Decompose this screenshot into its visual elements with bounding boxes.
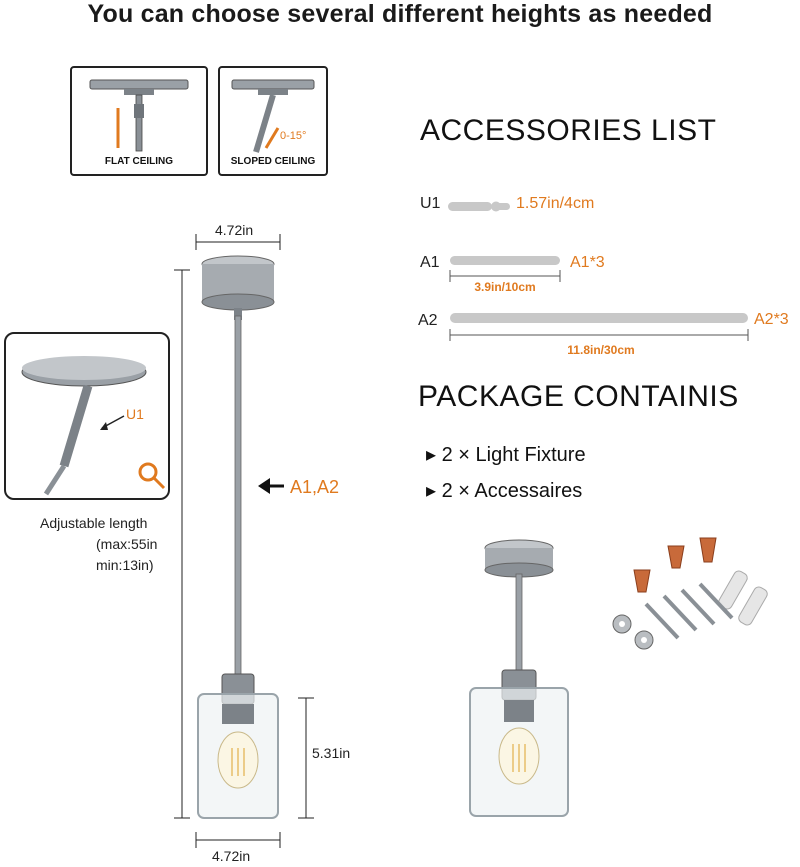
accessory-a1-quantity: A1*3 (570, 254, 605, 271)
u1-detail-label: U1 (126, 406, 144, 422)
package-item-text: 2 × Light Fixture (441, 444, 586, 466)
package-item: ▸ 2 × Light Fixture (426, 442, 586, 467)
sloped-ceiling-icon (231, 79, 315, 153)
adjustable-length-title: Adjustable length (40, 515, 148, 531)
accessory-a1-length: 3.9in/10cm (474, 280, 536, 294)
sloped-ceiling-option: 0-15° SLOPED CEILING (218, 66, 328, 176)
accessory-a2-id: A2 (418, 312, 438, 329)
package-item: ▸ 2 × Accessaires (426, 478, 582, 503)
accessory-a2-length: 11.8in/30cm (567, 343, 635, 357)
package-fixture-icon (469, 539, 569, 817)
ceiling-detail-icon (21, 356, 166, 496)
u1-detail-box: U1 (4, 332, 170, 500)
accessory-u1-length: 1.57in/4cm (516, 195, 595, 212)
accessory-a2-quantity: A2*3 (754, 311, 789, 328)
package-title: PACKAGE CONTAINIS (418, 380, 739, 413)
slope-angle: 0-15° (280, 130, 307, 142)
u1-part-icon (448, 201, 510, 212)
headline: You can choose several different heights… (87, 0, 713, 28)
main-fixture-diagram (174, 234, 314, 848)
canopy-width-label: 4.72in (215, 222, 254, 238)
adjustable-length-min: min:13in) (96, 557, 154, 573)
hardware-icon (612, 537, 768, 650)
a2-rod-icon (449, 313, 749, 341)
package-item-text: 2 × Accessaires (441, 480, 583, 502)
accessory-u1-id: U1 (420, 195, 441, 212)
triangle-bullet-icon: ▸ (426, 444, 437, 466)
rod-label: A1,A2 (290, 477, 340, 497)
flat-ceiling-icon (89, 79, 189, 152)
shade-height-label: 5.31in (312, 745, 351, 761)
sloped-ceiling-label: SLOPED CEILING (230, 156, 316, 167)
flat-ceiling-label: FLAT CEILING (104, 156, 174, 167)
flat-ceiling-option: FLAT CEILING (70, 66, 208, 176)
accessories-title: ACCESSORIES LIST (420, 114, 717, 147)
a1-rod-icon (449, 256, 561, 282)
adjustable-length-max: (max:55in (96, 536, 158, 552)
triangle-bullet-icon: ▸ (426, 480, 437, 502)
shade-width-label: 4.72in (212, 848, 251, 864)
accessory-a1-id: A1 (420, 254, 440, 271)
